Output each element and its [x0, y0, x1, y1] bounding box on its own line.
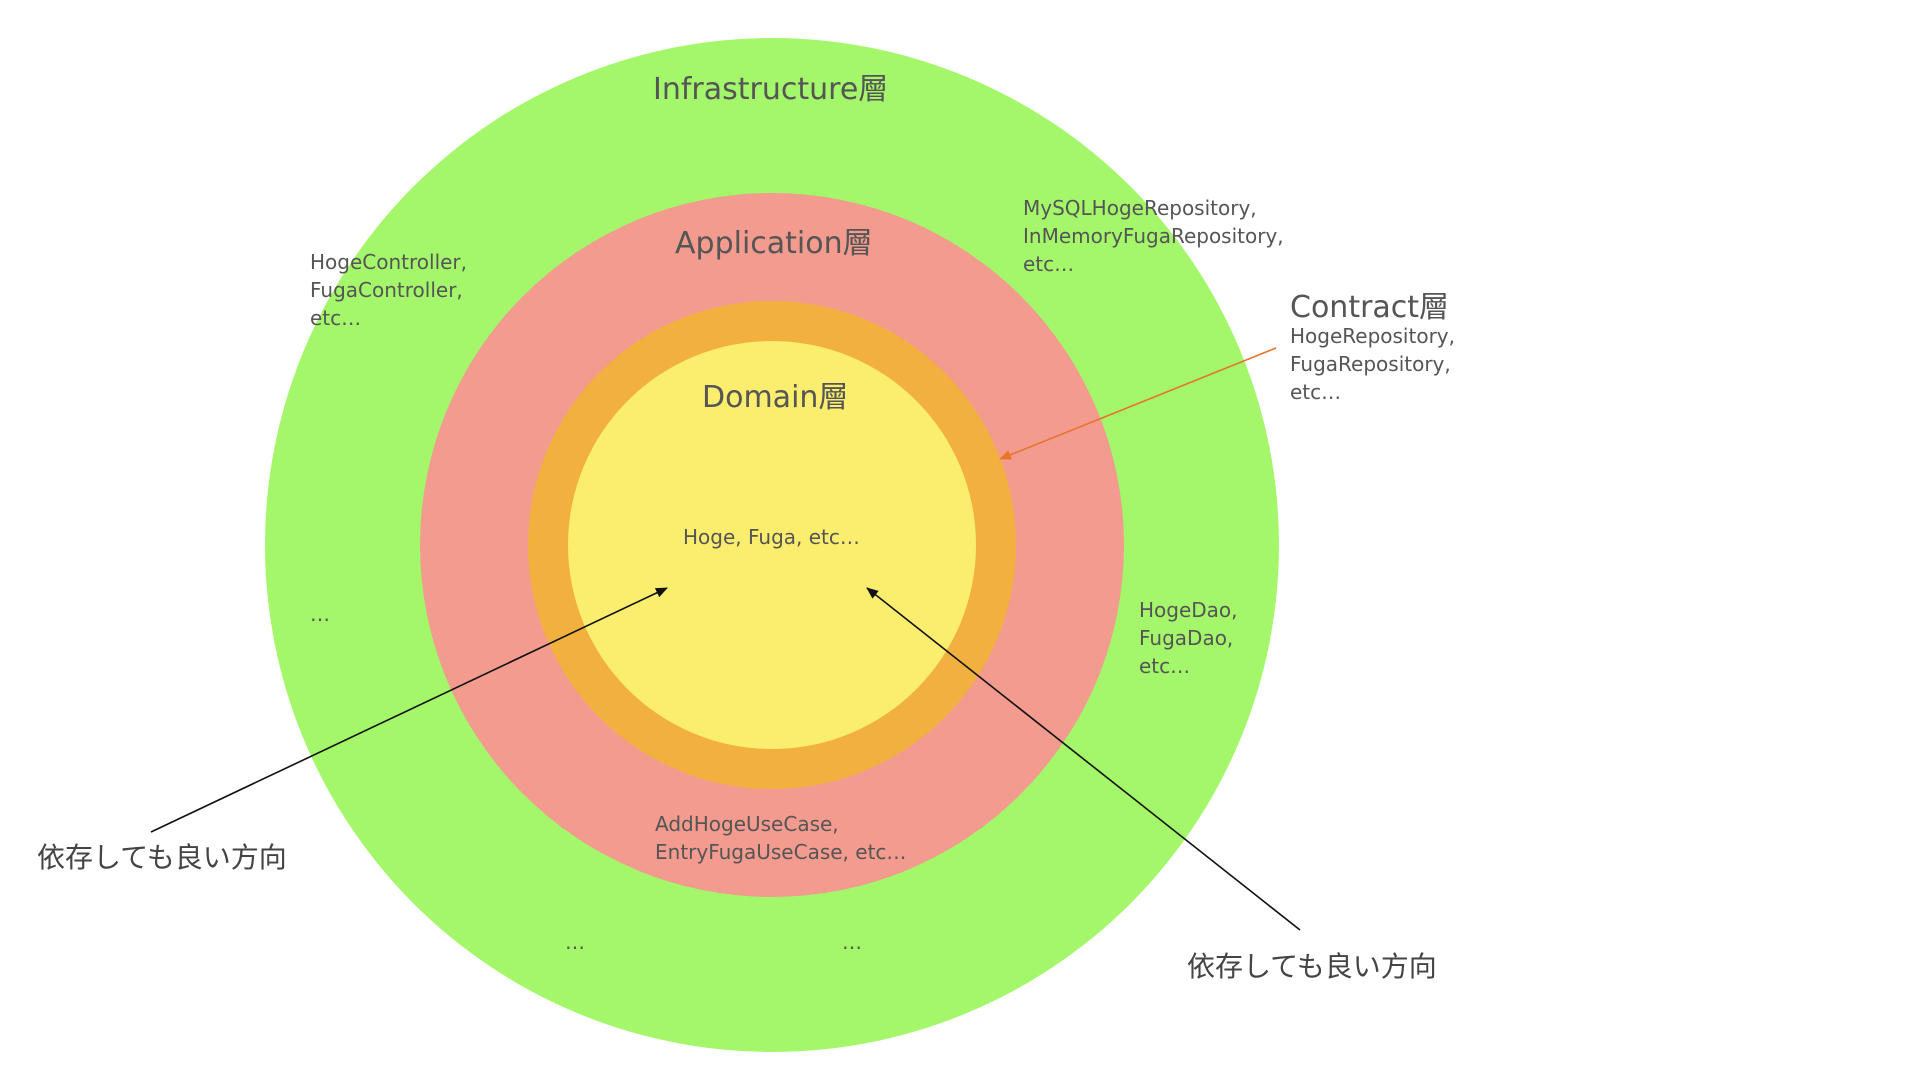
dependency-direction-label-left: 依存しても良い方向 — [37, 841, 287, 874]
infrastructure-item: MySQLHogeRepository, — [1023, 196, 1257, 220]
infrastructure-items-left: HogeController, FugaController, etc… — [310, 248, 467, 332]
infrastructure-ellipsis-bottom-left: … — [565, 930, 585, 954]
contract-item: etc… — [1290, 380, 1342, 404]
domain-items: Hoge, Fuga, etc… — [683, 525, 860, 549]
application-items-bottom: AddHogeUseCase, EntryFugaUseCase, etc… — [655, 810, 906, 866]
infrastructure-layer-title: Infrastructure層 — [653, 72, 889, 107]
application-item: etc… — [1139, 654, 1191, 678]
infrastructure-item: etc… — [310, 306, 362, 330]
infrastructure-ellipsis-bottom-right: … — [842, 930, 862, 954]
application-item: AddHogeUseCase, — [655, 812, 839, 836]
contract-layer-title: Contract層 — [1290, 290, 1450, 325]
application-layer-title: Application層 — [675, 226, 873, 261]
infrastructure-item: HogeController, — [310, 250, 468, 274]
dependency-direction-label-right: 依存しても良い方向 — [1187, 950, 1437, 983]
dependency-arrow-left — [150, 587, 668, 833]
contract-item: FugaRepository, — [1290, 352, 1451, 376]
dependency-arrow-right — [866, 587, 1301, 931]
application-item: EntryFugaUseCase, etc… — [655, 840, 907, 864]
infrastructure-item: InMemoryFugaRepository, — [1023, 224, 1284, 248]
contract-item: HogeRepository, — [1290, 324, 1455, 348]
application-item: HogeDao, — [1139, 598, 1238, 622]
contract-pointer-arrow — [999, 347, 1277, 460]
infrastructure-item: etc… — [1023, 252, 1075, 276]
application-items-right: HogeDao, FugaDao, etc… — [1139, 596, 1238, 680]
domain-layer-circle — [568, 341, 976, 749]
infrastructure-ellipsis-left: … — [310, 602, 330, 626]
application-item: FugaDao, — [1139, 626, 1234, 650]
infrastructure-item: FugaController, — [310, 278, 463, 302]
infrastructure-items-right: MySQLHogeRepository, InMemoryFugaReposit… — [1023, 194, 1284, 278]
contract-items: HogeRepository, FugaRepository, etc… — [1290, 322, 1455, 406]
domain-layer-title: Domain層 — [702, 380, 849, 415]
